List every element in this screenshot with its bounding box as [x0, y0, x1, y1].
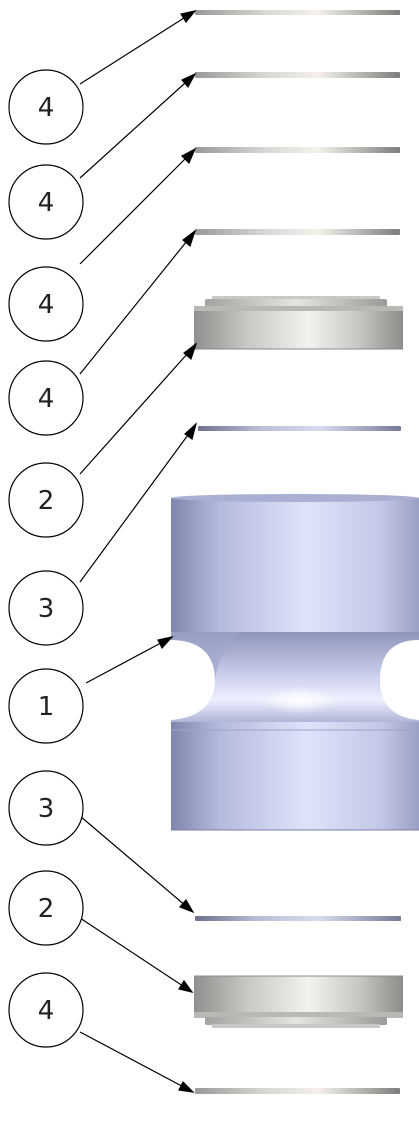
ring-part-3-upper — [198, 426, 401, 431]
arrowhead — [178, 1080, 195, 1093]
balloon-label: 4 — [38, 93, 55, 123]
collar-part-2-upper — [194, 296, 403, 350]
leader-line — [79, 917, 193, 993]
balloon-label: 1 — [38, 692, 55, 722]
balloon-label: 3 — [38, 794, 55, 824]
leader-line — [85, 636, 173, 684]
arrowhead — [178, 898, 195, 914]
arrowhead — [157, 636, 174, 650]
leader-line — [79, 1031, 194, 1093]
arrowhead — [182, 229, 197, 248]
part-balloon: 4 — [8, 360, 84, 436]
part-balloon: 1 — [8, 668, 84, 744]
arrowhead — [181, 72, 197, 89]
leader-line — [79, 73, 196, 179]
part-balloon: 2 — [8, 870, 84, 946]
part-balloon: 2 — [8, 462, 84, 538]
balloon-label: 4 — [38, 290, 55, 320]
arrowhead — [183, 342, 198, 361]
balloon-label: 2 — [38, 894, 55, 924]
leader-line — [79, 10, 196, 85]
shim-part-4-b — [195, 72, 400, 78]
roller-part-1 — [171, 494, 419, 831]
balloon-callouts: 4 4 4 4 2 3 1 3 — [8, 69, 84, 1048]
leader-line — [79, 343, 197, 475]
balloon-label: 4 — [38, 996, 55, 1026]
shim-part-4-d — [195, 229, 400, 235]
arrowhead — [184, 422, 198, 440]
leader-line — [79, 423, 197, 583]
arrowhead — [181, 147, 197, 165]
shim-part-4-e — [195, 1088, 400, 1094]
ring-part-3-lower — [195, 916, 401, 921]
leader-line — [79, 815, 194, 913]
collar-part-2-lower — [194, 975, 403, 1028]
part-balloon: 3 — [8, 770, 84, 846]
balloon-label: 3 — [38, 594, 55, 624]
leader-line — [79, 230, 196, 375]
part-balloon: 4 — [8, 69, 84, 145]
balloon-label: 4 — [38, 384, 55, 414]
part-balloon: 4 — [8, 266, 84, 342]
shim-part-4-c — [195, 147, 400, 153]
balloon-label: 2 — [38, 486, 55, 516]
arrowhead — [178, 979, 194, 993]
part-balloon: 4 — [8, 164, 84, 240]
part-balloon: 4 — [8, 972, 84, 1048]
part-balloon: 3 — [8, 570, 84, 646]
shim-part-4-a — [195, 10, 400, 15]
balloon-label: 4 — [38, 188, 55, 218]
arrowhead — [180, 10, 197, 24]
leader-line — [79, 148, 196, 265]
leader-lines — [79, 10, 198, 1093]
